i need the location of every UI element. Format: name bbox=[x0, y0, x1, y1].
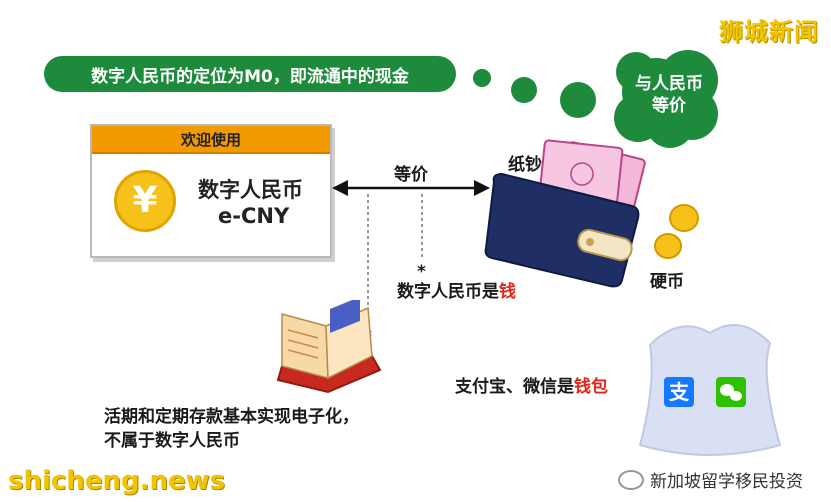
alipay-icon bbox=[664, 377, 694, 407]
ecny-card: 欢迎使用 ¥ 数字人民币 e-CNY bbox=[90, 124, 332, 258]
thought-bubble-graphic bbox=[473, 50, 718, 148]
watermark-top: 狮城新闻 bbox=[719, 18, 819, 46]
bank-passbook-icon bbox=[276, 300, 382, 394]
thought-bubble-line2: 等价 bbox=[652, 96, 686, 116]
equivalence-arrow bbox=[332, 180, 490, 328]
yuan-coin-icon: ¥ bbox=[114, 170, 176, 232]
wallet-statement-highlight: 钱包 bbox=[574, 377, 608, 397]
watermark-bottom-right-text: 新加坡留学移民投资 bbox=[650, 472, 803, 492]
card-subtitle: e-CNY bbox=[218, 204, 290, 228]
ecny-money-highlight: 钱 bbox=[499, 282, 516, 302]
positioning-banner: 数字人民币的定位为M0，即流通中的现金 bbox=[44, 56, 456, 92]
thought-bubble-line1: 与人民币 bbox=[635, 74, 703, 94]
svg-text:支: 支 bbox=[669, 380, 690, 404]
deposit-statement: 活期和定期存款基本实现电子化， 不属于数字人民币 bbox=[104, 405, 359, 453]
yuan-symbol: ¥ bbox=[132, 180, 158, 221]
deposit-statement-line1: 活期和定期存款基本实现电子化， bbox=[104, 407, 359, 427]
thought-bubble-text: 与人民币 等价 bbox=[620, 73, 718, 117]
watermark-bottom-left: shicheng.news bbox=[8, 466, 226, 496]
coins-icon bbox=[654, 204, 699, 259]
wallet-icon bbox=[484, 139, 646, 288]
wechat-logo-icon bbox=[618, 469, 644, 490]
wallet-statement-prefix: 支付宝、微信是 bbox=[455, 377, 574, 397]
coin-label: 硬币 bbox=[650, 272, 684, 292]
ecny-money-prefix: 数字人民币是 bbox=[397, 282, 499, 302]
arrow-label: 等价 bbox=[394, 165, 428, 185]
ecny-money-statement: 数字人民币是钱 bbox=[397, 277, 516, 302]
star-marker-money: * bbox=[417, 262, 426, 282]
deposit-statement-line2: 不属于数字人民币 bbox=[104, 431, 240, 451]
watermark-bottom-right: 新加坡留学移民投资 bbox=[618, 467, 803, 492]
banknote-label: 纸钞 bbox=[508, 155, 542, 175]
card-header: 欢迎使用 bbox=[92, 126, 330, 154]
wallet-statement: 支付宝、微信是钱包 bbox=[455, 372, 608, 397]
card-title: 数字人民币 bbox=[198, 178, 303, 202]
payment-pouch-icon: 支 bbox=[638, 324, 782, 456]
